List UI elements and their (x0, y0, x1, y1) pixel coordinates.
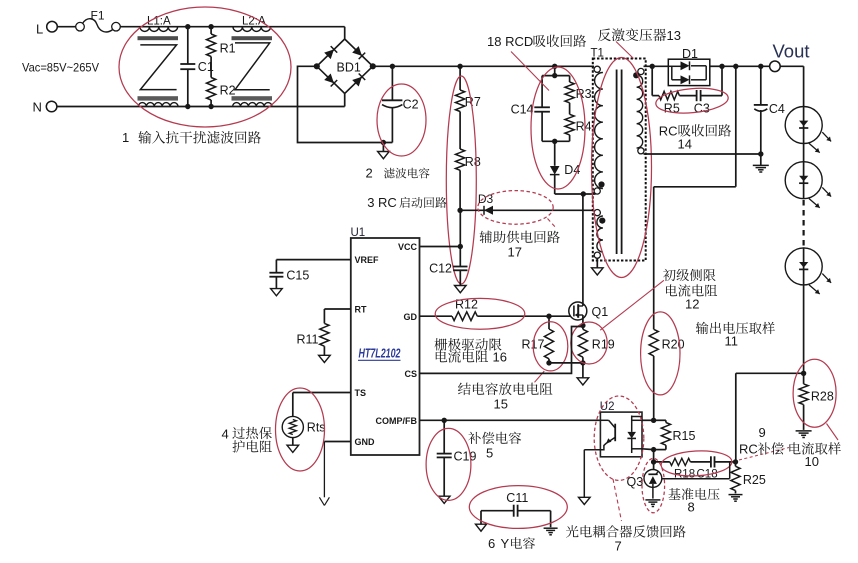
svg-text:U2: U2 (600, 401, 615, 413)
svg-text:R28: R28 (811, 390, 834, 404)
svg-text:L2:A: L2:A (242, 16, 266, 28)
svg-text:C12: C12 (429, 262, 452, 276)
svg-text:12: 12 (685, 297, 699, 312)
svg-text:R12: R12 (455, 298, 478, 312)
svg-text:5: 5 (486, 446, 493, 461)
svg-text:6: 6 (488, 536, 495, 551)
svg-text:VREF: VREF (355, 255, 380, 265)
svg-text:16: 16 (493, 350, 507, 365)
svg-text:8: 8 (688, 500, 695, 515)
svg-text:HT7L2102: HT7L2102 (359, 347, 401, 361)
svg-text:R4: R4 (576, 119, 592, 133)
svg-text:VCC: VCC (398, 242, 418, 252)
svg-text:R1: R1 (220, 42, 236, 56)
svg-text:2: 2 (366, 166, 373, 181)
svg-text:4: 4 (222, 427, 229, 442)
svg-text:17: 17 (508, 245, 522, 260)
svg-text:C19: C19 (454, 450, 477, 464)
svg-text:C2: C2 (403, 98, 419, 112)
svg-text:RC: RC (659, 124, 678, 139)
svg-text:CS: CS (404, 369, 417, 379)
svg-text:L: L (36, 22, 43, 37)
svg-text:R19: R19 (592, 338, 615, 352)
svg-text:15: 15 (494, 397, 508, 412)
svg-text:Q1: Q1 (592, 305, 609, 319)
svg-text:C11: C11 (506, 491, 528, 505)
svg-text:RC: RC (739, 442, 758, 457)
svg-text:C3: C3 (694, 102, 710, 116)
svg-text:R11: R11 (297, 333, 319, 347)
svg-text:R25: R25 (743, 473, 766, 487)
svg-text:F1: F1 (91, 9, 105, 23)
svg-text:7: 7 (615, 539, 622, 554)
svg-text:BD1: BD1 (337, 61, 361, 75)
svg-text:1: 1 (122, 130, 129, 145)
svg-text:RT: RT (355, 305, 367, 315)
svg-text:U1: U1 (351, 227, 366, 239)
svg-text:R8: R8 (465, 155, 481, 169)
svg-text:T1: T1 (591, 48, 604, 60)
svg-text:R7: R7 (465, 95, 481, 109)
svg-text:18 RCD: 18 RCD (487, 34, 533, 49)
svg-text:C14: C14 (511, 103, 534, 117)
svg-text:N: N (33, 100, 42, 115)
svg-text:R20: R20 (662, 338, 685, 352)
svg-text:R3: R3 (576, 87, 592, 101)
svg-text:L1:A: L1:A (147, 16, 171, 28)
svg-text:R18: R18 (674, 469, 695, 481)
svg-text:GD: GD (404, 312, 418, 322)
svg-text:COMP/FB: COMP/FB (376, 416, 418, 426)
svg-text:D1: D1 (682, 47, 698, 61)
svg-text:Q3: Q3 (627, 475, 644, 489)
svg-text:D3: D3 (478, 192, 494, 206)
svg-text:10: 10 (805, 454, 819, 469)
svg-text:13: 13 (667, 28, 681, 43)
svg-text:R2: R2 (220, 84, 236, 98)
svg-text:C15: C15 (286, 269, 309, 283)
svg-text:C4: C4 (769, 102, 785, 116)
svg-text:14: 14 (678, 137, 692, 152)
svg-text:Vac=85V~265V: Vac=85V~265V (22, 61, 99, 75)
svg-text:TS: TS (355, 388, 367, 398)
svg-text:Y: Y (501, 536, 510, 551)
svg-text:Rts: Rts (307, 421, 326, 435)
svg-text:C1: C1 (198, 60, 214, 74)
svg-text:GND: GND (355, 437, 376, 447)
svg-text:9: 9 (759, 425, 766, 440)
svg-text:Vout: Vout (773, 41, 810, 62)
svg-text:R15: R15 (673, 429, 696, 443)
svg-text:11: 11 (725, 334, 739, 349)
svg-text:3 RC: 3 RC (367, 195, 397, 210)
